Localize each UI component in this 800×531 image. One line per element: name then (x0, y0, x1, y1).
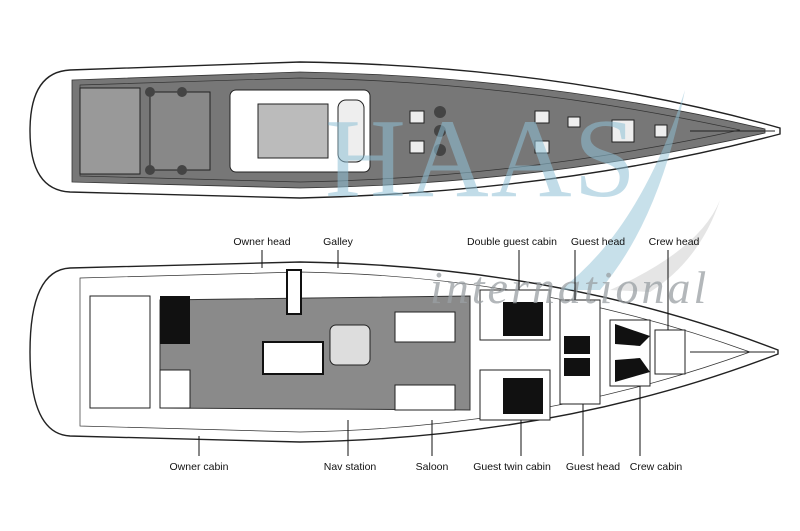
label-nav-station: Nav station (324, 461, 377, 473)
cockpit-aft (79, 87, 141, 175)
deck-inner-line (79, 77, 741, 183)
haas-watermark: HAAS international (325, 90, 720, 313)
nav-table (262, 341, 324, 375)
winch (434, 144, 446, 156)
winch (145, 165, 155, 175)
hatch (567, 116, 581, 128)
winch (177, 165, 187, 175)
saloon-sofa (394, 311, 456, 343)
winch (145, 87, 155, 97)
saloon-table (329, 324, 371, 366)
windscreen (337, 99, 365, 163)
label-crew-cabin: Crew cabin (630, 461, 683, 473)
winch (434, 106, 446, 118)
shower (564, 358, 590, 376)
winch (434, 125, 446, 137)
hatch (409, 110, 425, 124)
sail-logo-icon (560, 90, 685, 290)
hatch (654, 124, 668, 138)
label-galley: Galley (323, 236, 354, 248)
label-owner-head: Owner head (233, 236, 290, 248)
label-owner-cabin: Owner cabin (170, 461, 229, 473)
crew-berth (615, 358, 650, 382)
crew-head (654, 329, 686, 375)
deck-plan (29, 61, 781, 199)
cockpit (149, 91, 211, 171)
owner-berth (89, 295, 151, 409)
label-double-guest-cabin: Double guest cabin (467, 236, 557, 248)
hatch (409, 140, 425, 154)
twin-berth (503, 378, 543, 414)
bottom-labels: Owner cabin Nav station Saloon Guest twi… (170, 386, 683, 473)
watermark-brand: HAAS (325, 97, 638, 221)
owner-head-block (160, 296, 190, 344)
hatch (611, 119, 635, 143)
label-guest-head-top: Guest head (571, 236, 625, 248)
winch (177, 87, 187, 97)
label-saloon: Saloon (416, 461, 449, 473)
crew-berth (615, 324, 650, 346)
deckhouse-hatch (257, 103, 329, 159)
top-labels: Owner head Galley Double guest cabin Gue… (233, 236, 700, 330)
interior-plan (29, 261, 779, 443)
hatch (534, 110, 550, 124)
label-guest-head-bottom: Guest head (566, 461, 620, 473)
label-crew-head: Crew head (649, 236, 700, 248)
shower (564, 336, 590, 354)
double-berth (503, 302, 543, 336)
galley-unit (286, 269, 302, 315)
sail-logo-icon (610, 200, 720, 292)
wardrobe (159, 369, 191, 409)
hatch (534, 140, 550, 154)
label-guest-twin-cabin: Guest twin cabin (473, 461, 551, 473)
watermark-sub: international (430, 262, 709, 313)
saloon-sofa (394, 384, 456, 411)
